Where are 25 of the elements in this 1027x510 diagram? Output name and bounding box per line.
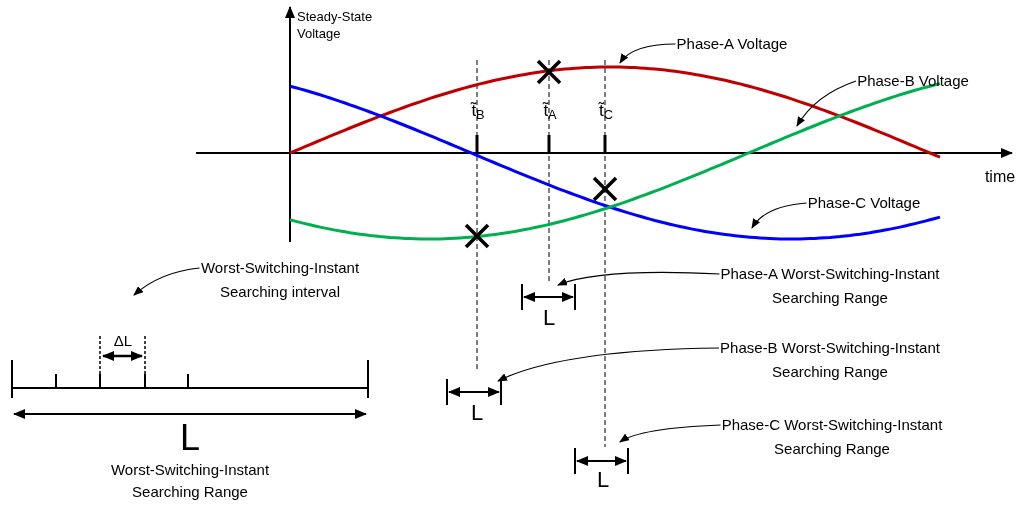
leader-line [796, 80, 857, 127]
callout-text: Phase-B Worst-Switching-Instant Searching Range [719, 336, 941, 384]
callout-text: Worst-Switching-Instant Searching interval [199, 256, 361, 304]
callout-text: Phase-A Worst-Switching-Instant Searching Range [719, 262, 941, 310]
callout-text: Phase-C Voltage [806, 191, 922, 215]
leader-line [619, 424, 722, 443]
axis-label: L [541, 305, 557, 331]
leader-line [557, 271, 721, 286]
leader-line [133, 267, 201, 296]
callout-text: Phase-C Worst-Switching-Instant Searching Range [720, 413, 944, 461]
axis-label: t̃$_{B}$ [469, 100, 486, 124]
axis-label: time [983, 167, 1017, 187]
leader-line [497, 347, 720, 382]
leader-line [751, 202, 808, 229]
callout-text: Phase-B Voltage [856, 69, 970, 93]
axis-label: L [469, 400, 485, 426]
axis-label: Worst-Switching-Instant Searching Range [109, 460, 271, 502]
leader-line [619, 43, 677, 64]
axis-label: L [595, 467, 611, 493]
axis-label: t̃$_{A}$ [541, 100, 558, 124]
axis-label: L [179, 418, 201, 458]
callout-text: Phase-A Voltage [675, 32, 789, 56]
axis-label: ΔL [112, 331, 134, 351]
axis-label: t̃$_{C}$ [597, 100, 614, 124]
axis-label: Steady-State Voltage [297, 8, 374, 42]
